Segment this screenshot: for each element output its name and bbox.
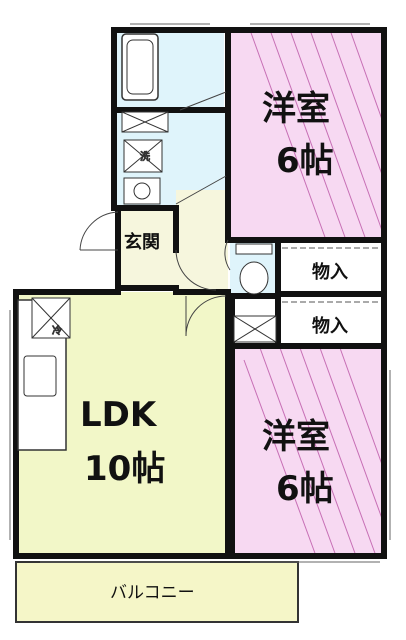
entrance-floor [118,208,176,288]
closet-top-label: 物入 [312,261,348,283]
wash-basin [123,177,161,205]
western-room-bottom-floor [232,348,384,556]
closet-bottom-floor [280,298,382,346]
washing-machine: 洗 [123,139,163,173]
western-room-top-size: 6帖 [276,141,334,181]
western-room-bottom-name: 洋室 [262,417,330,457]
toilet-storage-box [233,315,277,343]
toilet [235,243,273,295]
fridge-label: 冷 [52,324,62,337]
ldk-name: LDK [80,395,158,435]
bathtub [121,33,159,101]
balcony-label: バルコニー [110,583,195,603]
western-room-top-name: 洋室 [262,89,330,129]
closet-top-floor [280,244,382,292]
walls [13,27,387,559]
ldk-size: 10帖 [84,449,165,489]
western-room-top-floor [228,30,384,240]
western-room-bottom-size: 6帖 [276,469,334,509]
closet-doors [282,247,378,303]
windows [9,23,391,563]
fridge: 冷 [31,297,71,339]
bath-storage-box [121,111,169,133]
door-swings [79,91,231,337]
closet-bottom-label: 物入 [312,315,348,337]
entrance-label: 玄関 [124,231,160,253]
western-room-top-hatch [249,29,385,241]
washer-label: 洗 [140,151,150,163]
hallway-floor [176,190,228,292]
western-room-bottom-hatch [243,347,385,557]
balcony-floor [16,562,298,622]
